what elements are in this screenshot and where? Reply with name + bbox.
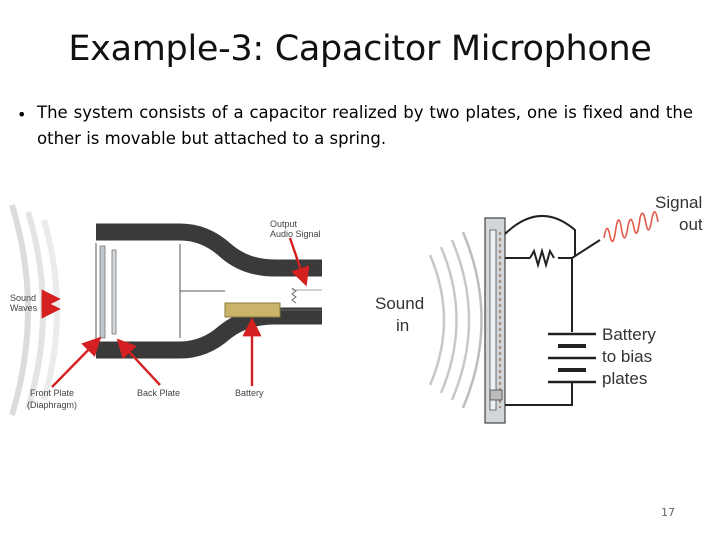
- output-resistor: [291, 287, 297, 304]
- diaphragm-plate: [489, 229, 497, 411]
- label-front-plate-line1: Front Plate: [30, 388, 74, 398]
- label-output-line2: Audio Signal: [270, 229, 321, 239]
- microphone-cross-section-diagram: Output Audio Signal Sound Waves Front Pl…: [9, 204, 322, 416]
- capacitor-circuit-diagram: Signal out Sound in Battery to bias plat…: [375, 193, 703, 424]
- label-sound-in-line2: in: [396, 316, 409, 335]
- label-battery-line3: plates: [602, 369, 647, 388]
- bullet-text: The system consists of a capacitor reali…: [37, 103, 693, 148]
- battery-symbol: [548, 332, 596, 384]
- label-signal-line1: Signal: [655, 193, 702, 212]
- label-back-plate: Back Plate: [137, 388, 180, 398]
- circuit-wires: [504, 215, 601, 406]
- label-signal-line2: out: [679, 215, 703, 234]
- back-plate: [111, 249, 117, 335]
- label-battery-line2: to bias: [602, 347, 652, 366]
- bullet-item: • The system consists of a capacitor rea…: [17, 100, 693, 152]
- label-output-line1: Output: [270, 219, 298, 229]
- red-callout-arrows: [41, 237, 310, 388]
- label-sound-in-line1: Sound: [375, 294, 424, 313]
- front-plate: [99, 245, 106, 339]
- label-front-plate-line2: (Diaphragm): [27, 400, 77, 410]
- label-battery-line1: Battery: [602, 325, 656, 344]
- slide-title: Example-3: Capacitor Microphone: [68, 29, 652, 69]
- page-number: 17: [661, 506, 675, 519]
- label-battery: Battery: [235, 388, 264, 398]
- bullet-dot: •: [17, 105, 27, 124]
- battery-cell: [224, 302, 281, 318]
- label-sound-line1: Sound: [10, 293, 36, 303]
- sound-in-arcs: [428, 231, 483, 409]
- label-sound-line2: Waves: [10, 303, 38, 313]
- signal-waveform: [603, 211, 659, 243]
